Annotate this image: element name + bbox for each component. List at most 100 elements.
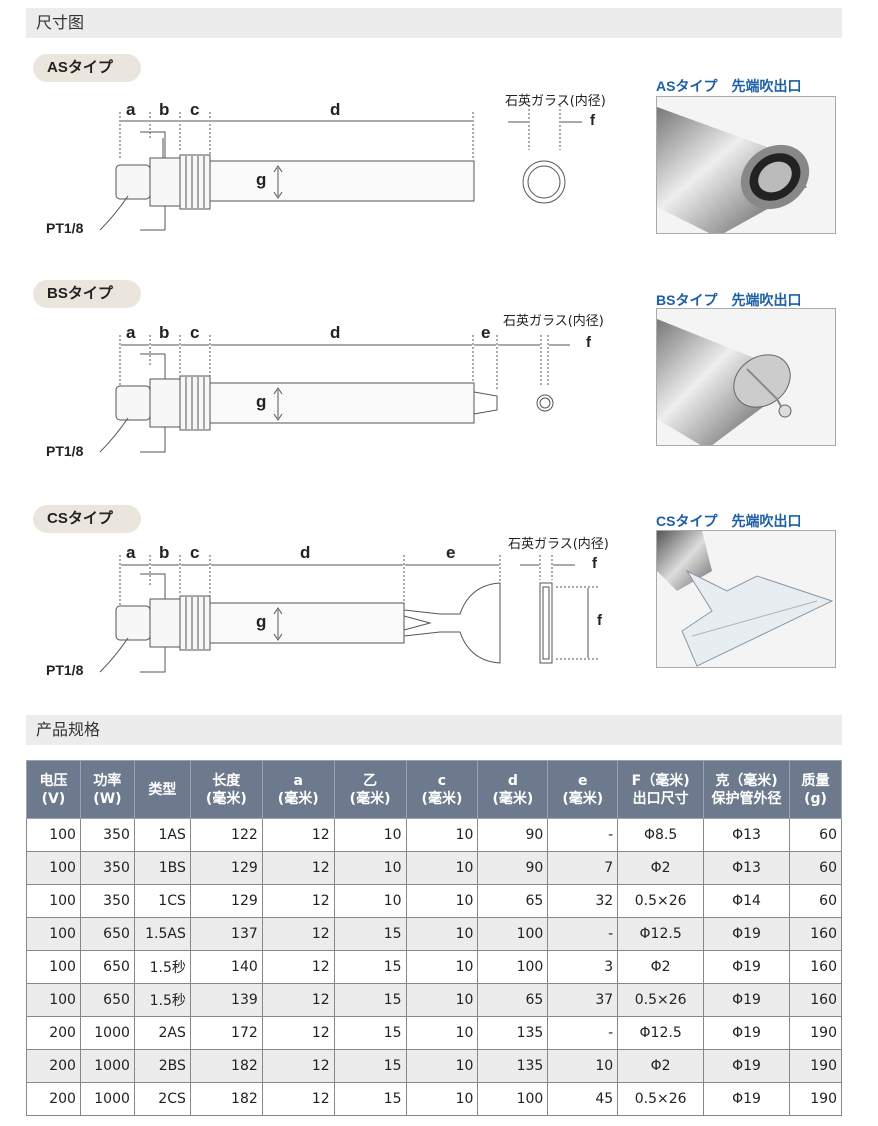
table-cell: 60: [788, 884, 843, 918]
table-cell: 190: [788, 1082, 843, 1116]
table-cell: 200: [26, 1049, 81, 1083]
spec-header-line: 功率: [93, 772, 122, 789]
table-cell: 1000: [79, 1049, 135, 1083]
bs-label-c: c: [190, 323, 200, 342]
table-cell: 350: [79, 851, 135, 885]
table-cell: 137: [189, 917, 263, 951]
table-cell: Φ19: [703, 950, 790, 984]
table-cell: 10: [405, 884, 479, 918]
type-pill-as: ASタイプ: [33, 54, 141, 82]
table-cell: 10: [405, 1082, 479, 1116]
as-tube-tip-image: [657, 107, 810, 233]
table-cell: 60: [788, 851, 843, 885]
table-cell: 90: [477, 818, 549, 852]
spec-header-row: 电压(V)功率(W)类型长度(毫米)a(毫米)乙(毫米)c(毫米)d(毫米)e(…: [26, 760, 843, 819]
table-cell: 15: [333, 1049, 407, 1083]
table-cell: 90: [477, 851, 549, 885]
bs-type-drawing: [99, 335, 570, 453]
cs-nozzle-image: [657, 531, 834, 667]
spec-header-cell: F（毫米)出口尺寸: [617, 760, 705, 819]
table-cell: 122: [189, 818, 263, 852]
table-cell: 1000: [79, 1082, 135, 1116]
table-cell: Φ2: [617, 851, 705, 885]
spec-header-line: (毫米): [205, 790, 247, 807]
table-cell: Φ19: [703, 917, 790, 951]
table-cell: 100: [26, 884, 81, 918]
spec-header-cell: 乙(毫米): [333, 760, 407, 819]
bs-label-g: g: [256, 392, 267, 411]
cs-type-drawing: [99, 555, 600, 673]
table-cell: 45: [547, 1082, 619, 1116]
spec-header-line: 质量: [801, 772, 830, 789]
table-cell: 15: [333, 983, 407, 1017]
spec-header-cell: d(毫米): [477, 760, 549, 819]
type-pill-cs: CSタイプ: [33, 505, 141, 533]
spec-header-cell: 电压(V): [26, 760, 81, 819]
table-cell: 2BS: [133, 1049, 191, 1083]
table-cell: Φ19: [703, 1016, 790, 1050]
spec-header-line: (毫米): [562, 790, 604, 807]
table-cell: Φ13: [703, 851, 790, 885]
section-title-dimensions: 尺寸图: [26, 8, 842, 38]
spec-header-cell: 功率(W): [79, 760, 135, 819]
table-cell: 129: [189, 884, 263, 918]
table-cell: Φ19: [703, 1049, 790, 1083]
table-cell: 100: [26, 950, 81, 984]
table-cell: 0.5×26: [617, 1082, 705, 1116]
bs-pt-label: PT1/8: [46, 443, 84, 459]
as-label-d: d: [330, 100, 341, 119]
as-type-drawing: [99, 105, 582, 231]
table-cell: Φ12.5: [617, 917, 705, 951]
spec-header-line: a: [293, 772, 303, 789]
table-cell: 15: [333, 1082, 407, 1116]
table-cell: 12: [261, 1049, 335, 1083]
table-cell: 129: [189, 851, 263, 885]
spec-header-line: 类型: [148, 781, 177, 798]
table-cell: -: [547, 917, 619, 951]
table-cell: 100: [26, 851, 81, 885]
table-cell: 160: [788, 950, 843, 984]
bs-photo: [656, 308, 836, 446]
as-label-a: a: [126, 100, 136, 119]
spec-header-line: 出口尺寸: [632, 790, 689, 807]
table-cell: 12: [261, 851, 335, 885]
table-cell: 190: [788, 1016, 843, 1050]
table-cell: 65: [477, 884, 549, 918]
section-title-specs: 产品规格: [26, 715, 842, 745]
table-cell: Φ8.5: [617, 818, 705, 852]
table-cell: 0.5×26: [617, 884, 705, 918]
table-cell: 200: [26, 1082, 81, 1116]
table-cell: 1BS: [133, 851, 191, 885]
table-cell: 2AS: [133, 1016, 191, 1050]
table-cell: Φ2: [617, 1049, 705, 1083]
as-glass-label: 石英ガラス(内径): [505, 94, 606, 109]
table-cell: 1000: [79, 1016, 135, 1050]
spec-table: 电压(V)功率(W)类型长度(毫米)a(毫米)乙(毫米)c(毫米)d(毫米)e(…: [26, 760, 843, 1116]
table-cell: 2CS: [133, 1082, 191, 1116]
table-cell: 0.5×26: [617, 983, 705, 1017]
table-cell: 37: [547, 983, 619, 1017]
spec-header-line: 乙: [363, 772, 378, 789]
table-cell: 12: [261, 818, 335, 852]
as-label-b: b: [159, 100, 170, 119]
as-label-f: f: [590, 112, 595, 129]
spec-header-line: 长度: [212, 772, 241, 789]
bs-glass-label: 石英ガラス(内径): [503, 314, 604, 329]
table-cell: 160: [788, 983, 843, 1017]
table-cell: 12: [261, 983, 335, 1017]
table-cell: 15: [333, 917, 407, 951]
cs-glass-label: 石英ガラス(内径): [508, 537, 609, 552]
cs-label-a: a: [126, 543, 136, 562]
table-cell: Φ19: [703, 1082, 790, 1116]
table-cell: 12: [261, 1016, 335, 1050]
table-cell: 65: [477, 983, 549, 1017]
table-cell: 182: [189, 1082, 263, 1116]
